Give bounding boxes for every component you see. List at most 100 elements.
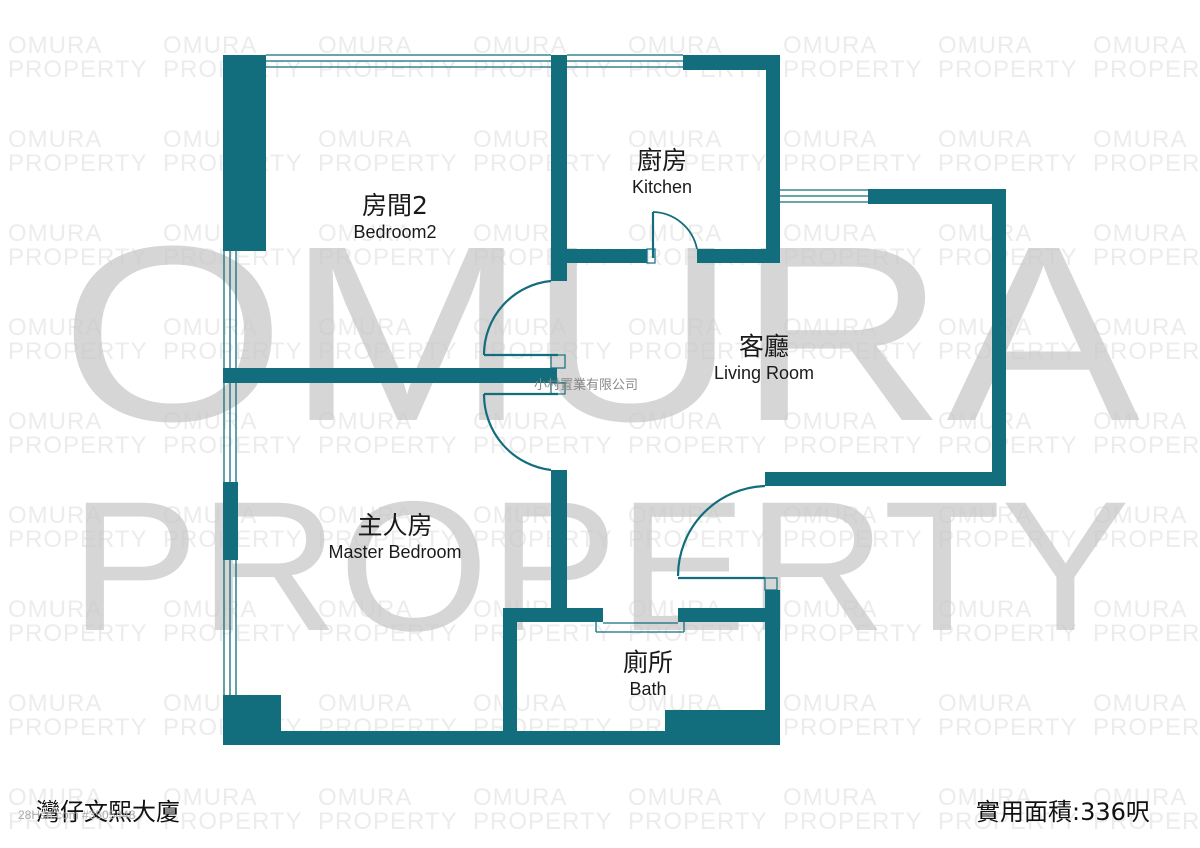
watermark-tile-line2: PROPERTY [163,808,303,835]
watermark-tile-line2: PROPERTY [938,526,1078,553]
watermark-tile-line2: PROPERTY [783,808,923,835]
watermark-tile-line2: PROPERTY [8,338,148,365]
watermark-tile-line2: PROPERTY [783,338,923,365]
watermark-tile-line1: OMURA [783,126,878,153]
wall-bath-top-left [503,608,603,622]
watermark-tile-line1: OMURA [628,784,723,811]
watermark-tile-line2: PROPERTY [8,56,148,83]
watermark-tile-line2: PROPERTY [1093,526,1200,553]
wall-kitchen-top [683,55,780,70]
watermark-tile-line1: OMURA [473,502,568,529]
watermark-tile-line1: OMURA [628,32,723,59]
watermark-tile-line2: PROPERTY [938,432,1078,459]
door-kitchen-arc [652,211,698,250]
watermark-tile-line1: OMURA [318,32,413,59]
watermark-tile-line2: PROPERTY [1093,808,1200,835]
watermark-tile-line2: PROPERTY [938,150,1078,177]
wall-bedroom-divider [223,368,557,383]
room-living-en: Living Room [713,363,815,383]
watermark-tile-line2: PROPERTY [1093,338,1200,365]
watermark-tile-line2: PROPERTY [163,620,303,647]
wall-bottom-right-block [665,710,780,745]
room-kitchen-zh: 廚房 [636,146,687,175]
wall-left-mid [223,482,238,560]
wall-corridor-stub [765,590,780,745]
watermark-tile-line1: OMURA [783,220,878,247]
watermark-tile-line1: OMURA [8,126,103,153]
room-label-bath: 廁所 Bath [568,648,728,700]
watermark-tile-line1: OMURA [938,32,1033,59]
watermark-tile-line1: OMURA [318,690,413,717]
walls [223,55,1006,745]
watermark-tile-line2: PROPERTY [783,150,923,177]
watermark-tile-line2: PROPERTY [938,338,1078,365]
watermark-tile-line1: OMURA [1093,502,1188,529]
watermark-tile-line1: OMURA [163,408,258,435]
room-master-en: Master Bedroom [328,542,462,562]
watermark-tile-line2: PROPERTY [783,714,923,741]
watermark-tile-line2: PROPERTY [783,56,923,83]
watermark-tile-line1: OMURA [628,502,723,529]
watermark-tile-line1: OMURA [938,126,1033,153]
wall-kitchen-right [766,55,780,263]
watermark-tile-line1: OMURA [318,220,413,247]
doors [482,211,778,633]
watermark-tile-line2: PROPERTY [938,56,1078,83]
wall-center-upper [551,55,567,281]
watermark-tile-line1: OMURA [1093,220,1188,247]
wall-living-top [868,189,1006,204]
watermark-tile-line1: OMURA [938,690,1033,717]
watermark-tile-line1: OMURA [783,32,878,59]
watermark-tile-line1: OMURA [8,408,103,435]
watermark-tile-line2: PROPERTY [318,150,458,177]
watermark-tile-line1: OMURA [473,32,568,59]
room-kitchen-en: Kitchen [631,177,693,197]
watermark-tile-line2: PROPERTY [8,620,148,647]
room-master-zh: 主人房 [357,511,433,540]
watermark-tile-line1: OMURA [8,596,103,623]
watermark-tile-line1: OMURA [628,220,723,247]
company-name: 小村置業有限公司 [534,378,639,393]
door-living-frame [764,577,778,591]
watermark-tile-line1: OMURA [163,314,258,341]
watermark-tile-line1: OMURA [8,220,103,247]
watermark-tile-line2: PROPERTY [8,526,148,553]
watermark-tile-line1: OMURA [938,596,1033,623]
watermark-tile-line1: OMURA [628,126,723,153]
watermark-tile-line1: OMURA [318,596,413,623]
watermark-tile-line2: PROPERTY [473,620,613,647]
door-master-arc [482,393,552,472]
wall-left-top [223,55,266,251]
wall-bottom [223,731,780,745]
watermark-tile-line2: PROPERTY [628,338,768,365]
watermark-tile-line1: OMURA [8,32,103,59]
watermark-tile-line1: OMURA [8,784,103,811]
wall-center-lower [551,470,567,622]
door-bedroom2-frame [550,354,566,369]
door-kitchen-frame [646,248,656,264]
watermark-tile-line1: OMURA [783,690,878,717]
door-bedroom2-arc [482,279,552,356]
watermark-tile-line1: OMURA [1093,596,1188,623]
watermark-tile-line1: OMURA [783,502,878,529]
watermark-tile-line2: PROPERTY [318,432,458,459]
